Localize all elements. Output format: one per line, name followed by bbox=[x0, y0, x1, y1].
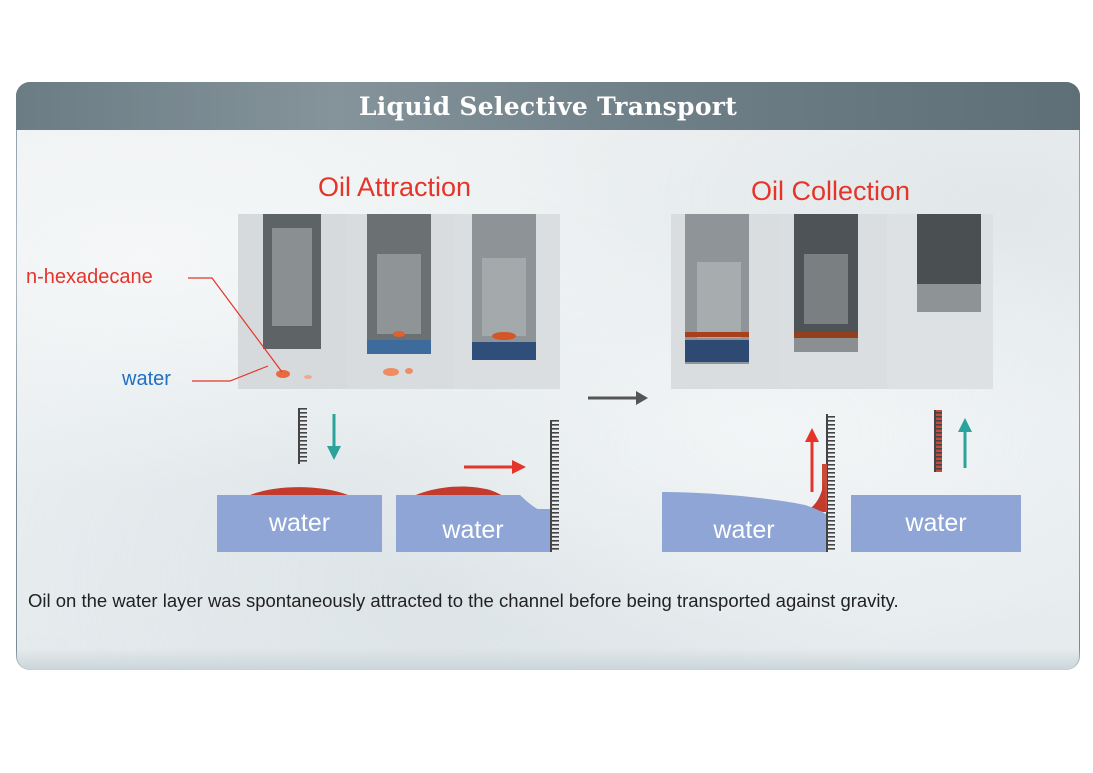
n-hexadecane-label: n-hexadecane bbox=[26, 266, 153, 288]
water-label: water bbox=[122, 368, 171, 390]
figure-title: Liquid Selective Transport bbox=[358, 91, 738, 121]
water-layer-2: water bbox=[396, 509, 550, 552]
oil-attraction-title: Oil Attraction bbox=[318, 172, 472, 202]
collection-photo-2 bbox=[780, 214, 887, 389]
panel-bottom-edge bbox=[16, 648, 1080, 670]
title-bar: Liquid Selective Transport bbox=[16, 82, 1080, 130]
collection-photo-1 bbox=[671, 214, 780, 389]
collection-photo-3 bbox=[887, 214, 993, 389]
oil-collection-title: Oil Collection bbox=[751, 176, 911, 206]
attraction-photo-1 bbox=[238, 214, 347, 389]
water-layer-3: water bbox=[713, 516, 775, 544]
figure-caption: Oil on the water layer was spontaneously… bbox=[28, 590, 899, 611]
attraction-photo-2 bbox=[347, 214, 454, 389]
attraction-photo-3 bbox=[454, 214, 560, 389]
water-layer-4: water bbox=[851, 495, 1021, 552]
water-layer-1: water bbox=[217, 495, 382, 552]
